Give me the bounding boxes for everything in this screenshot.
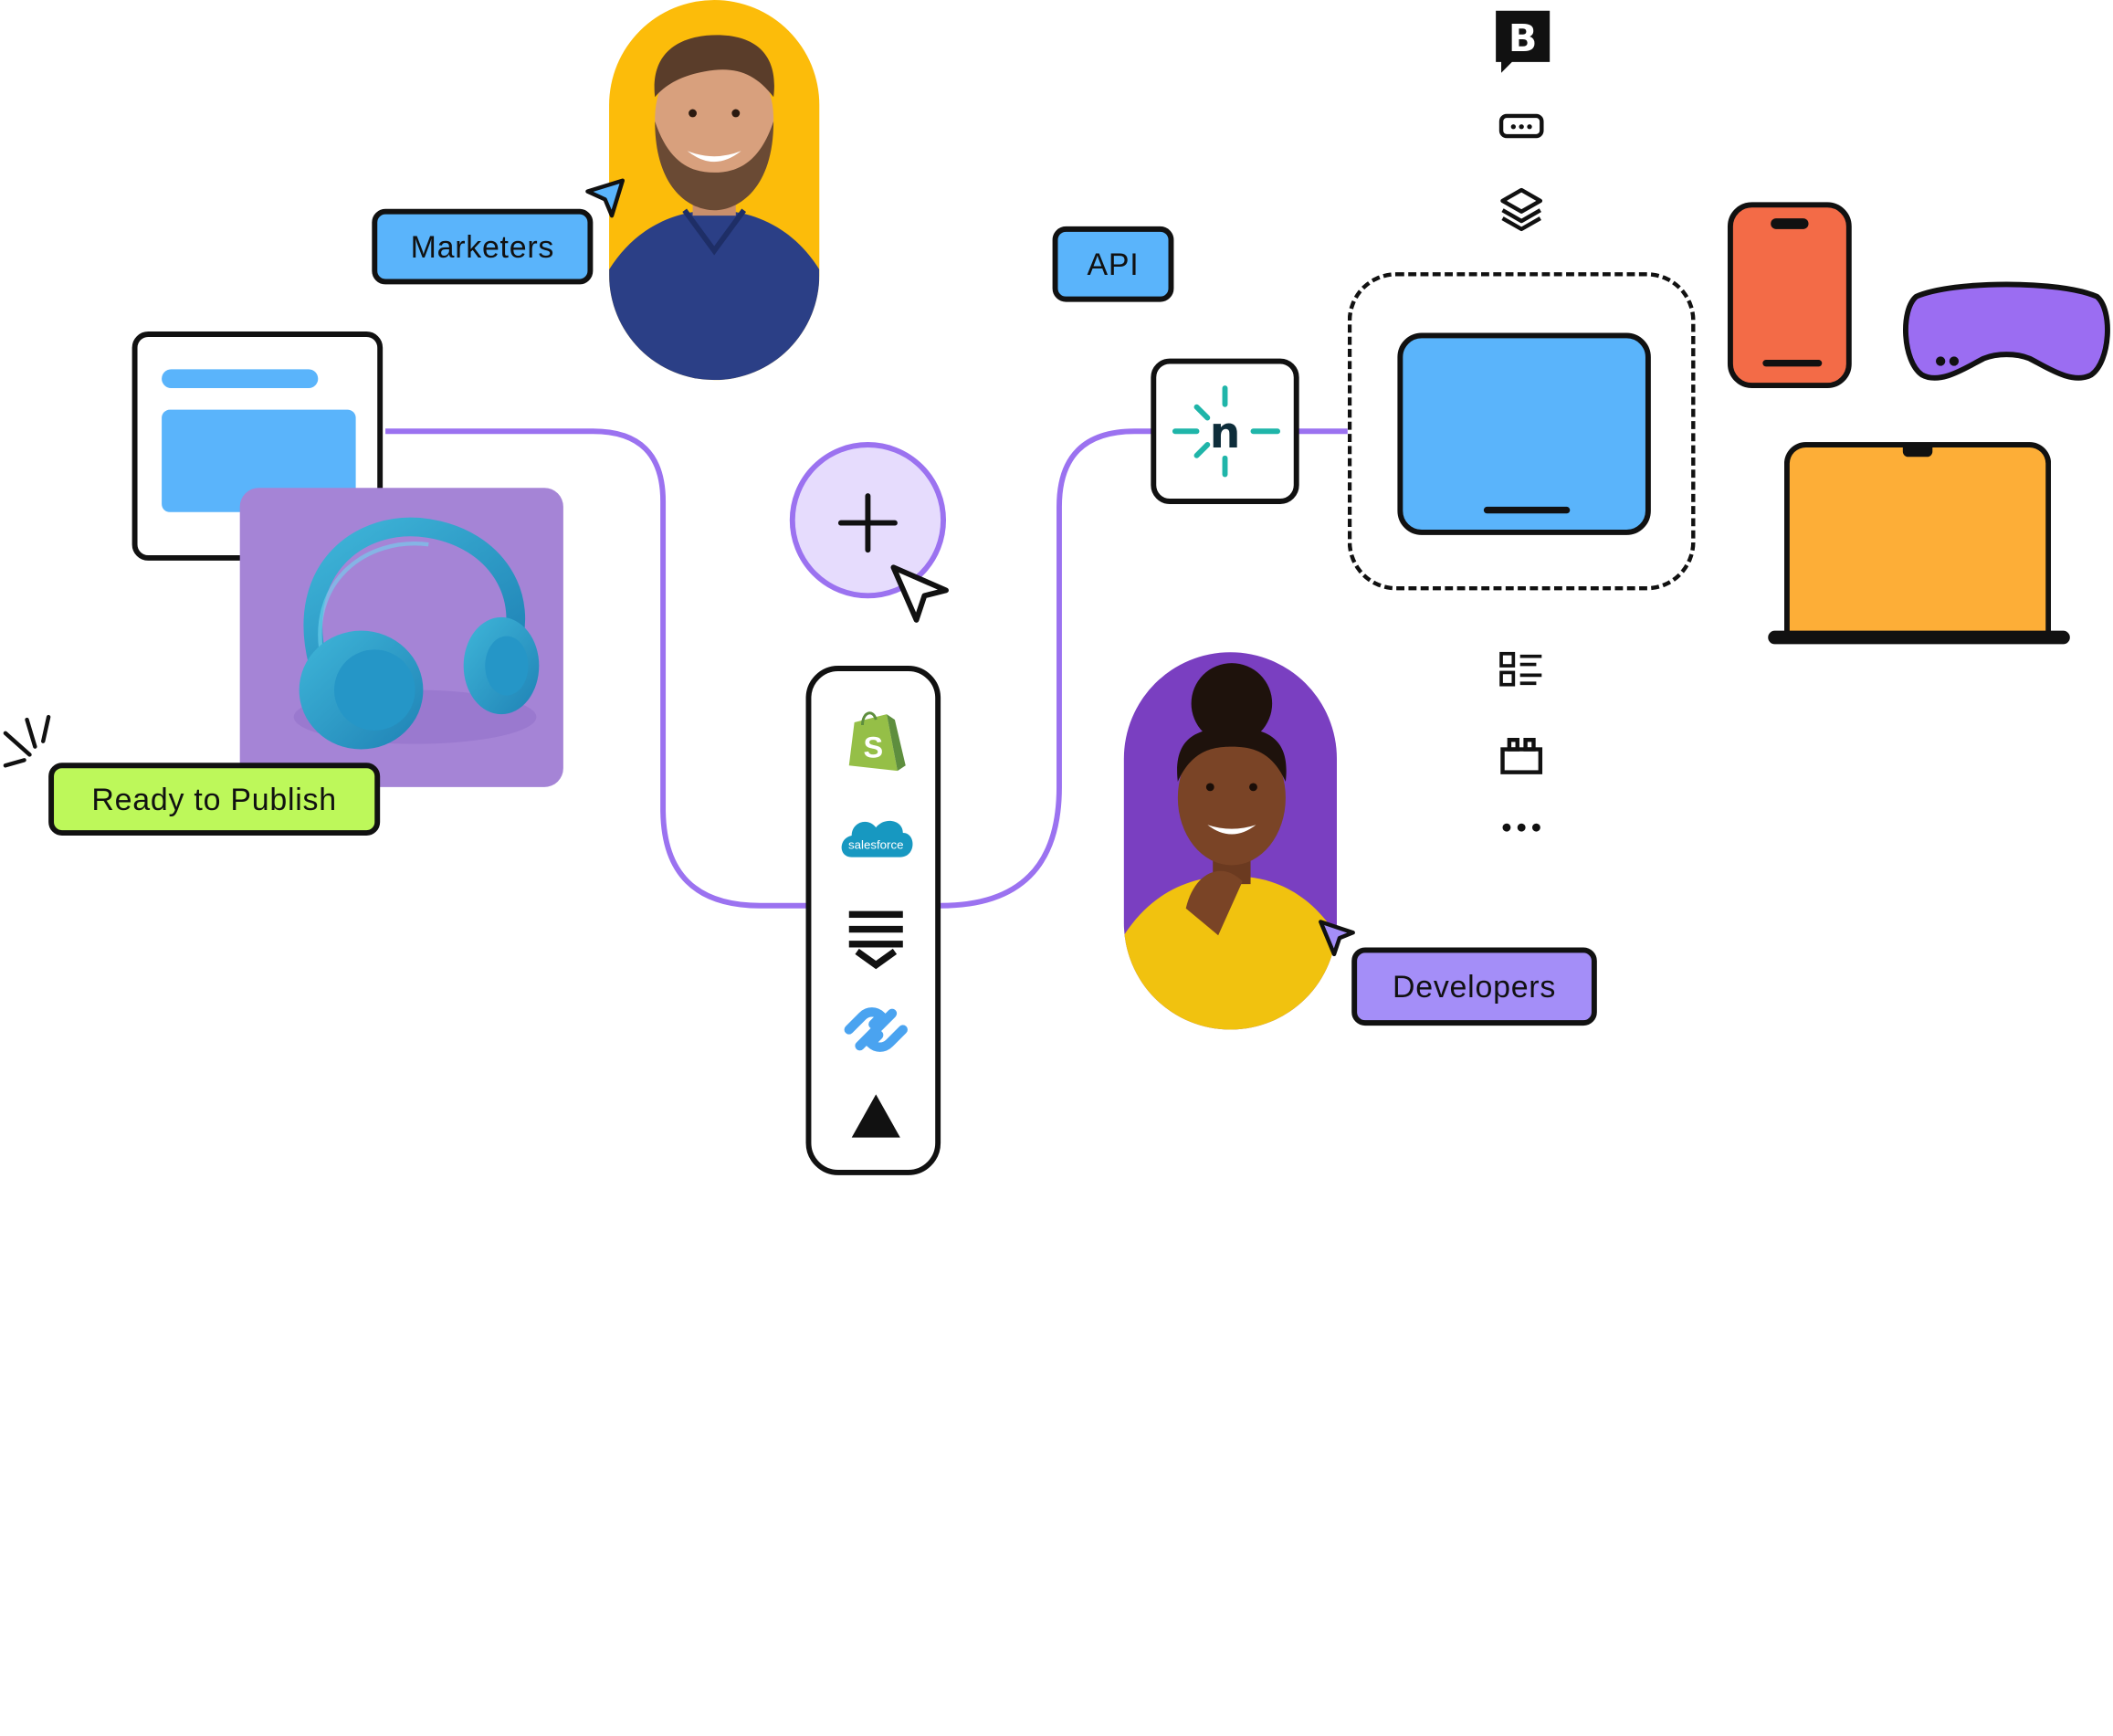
laptop-camera [1902, 447, 1933, 458]
pointer-cursor-icon [890, 564, 949, 623]
integrations-panel: S salesforce [805, 666, 941, 1175]
api-badge: API [1052, 226, 1174, 302]
product-image-card [239, 488, 563, 787]
headphones-illustration [293, 517, 540, 750]
vr-headset-icon [1903, 281, 2110, 381]
cloudinary-icon[interactable] [841, 1000, 911, 1059]
netlify-node[interactable]: n [1151, 358, 1299, 504]
plus-icon [837, 493, 898, 553]
right-connector-line [941, 428, 1154, 909]
laptop-screen [1783, 442, 2052, 637]
woman-avatar [1123, 663, 1337, 1030]
phone-device [1727, 202, 1852, 389]
developers-portrait [1123, 652, 1337, 1030]
add-button[interactable] [789, 442, 947, 599]
netlify-icon: n [1172, 385, 1281, 478]
marketers-badge: Marketers [372, 208, 594, 285]
list-grid-icon[interactable] [1498, 649, 1544, 689]
salesforce-wordmark: salesforce [848, 838, 903, 852]
developers-badge: Developers [1351, 947, 1597, 1026]
sparkle-icon [3, 714, 51, 768]
browser-window-card [131, 331, 384, 561]
tablet-device [1397, 332, 1651, 535]
tablet-home-bar [1483, 506, 1571, 514]
developers-cursor-icon [1319, 920, 1355, 957]
netlify-letter: n [1210, 408, 1241, 458]
more-dots-icon[interactable] [1498, 819, 1544, 836]
commercetools-icon[interactable] [846, 906, 906, 971]
man-avatar [609, 35, 820, 381]
channel-dashed-frame [1347, 272, 1696, 591]
marketers-portrait [609, 0, 820, 381]
brand-letter: B [1509, 16, 1537, 60]
connector-lines [385, 428, 1348, 909]
storyblok-b-icon[interactable]: B [1493, 8, 1552, 76]
component-block-icon[interactable] [1498, 736, 1544, 776]
laptop-base [1768, 630, 2070, 645]
phone-notch [1771, 218, 1809, 229]
vercel-icon[interactable] [849, 1091, 903, 1140]
shopify-icon[interactable]: S [844, 706, 909, 776]
phone-home-bar [1762, 360, 1823, 367]
marketers-cursor-icon [585, 178, 625, 218]
left-connector-line [385, 428, 809, 909]
browser-header-bar [162, 369, 319, 389]
layers-icon[interactable] [1498, 186, 1544, 232]
salesforce-icon[interactable]: salesforce [836, 811, 917, 870]
ready-to-publish-badge: Ready to Publish [48, 763, 381, 836]
input-field-icon[interactable] [1498, 113, 1544, 141]
shopify-letter: S [863, 731, 883, 763]
